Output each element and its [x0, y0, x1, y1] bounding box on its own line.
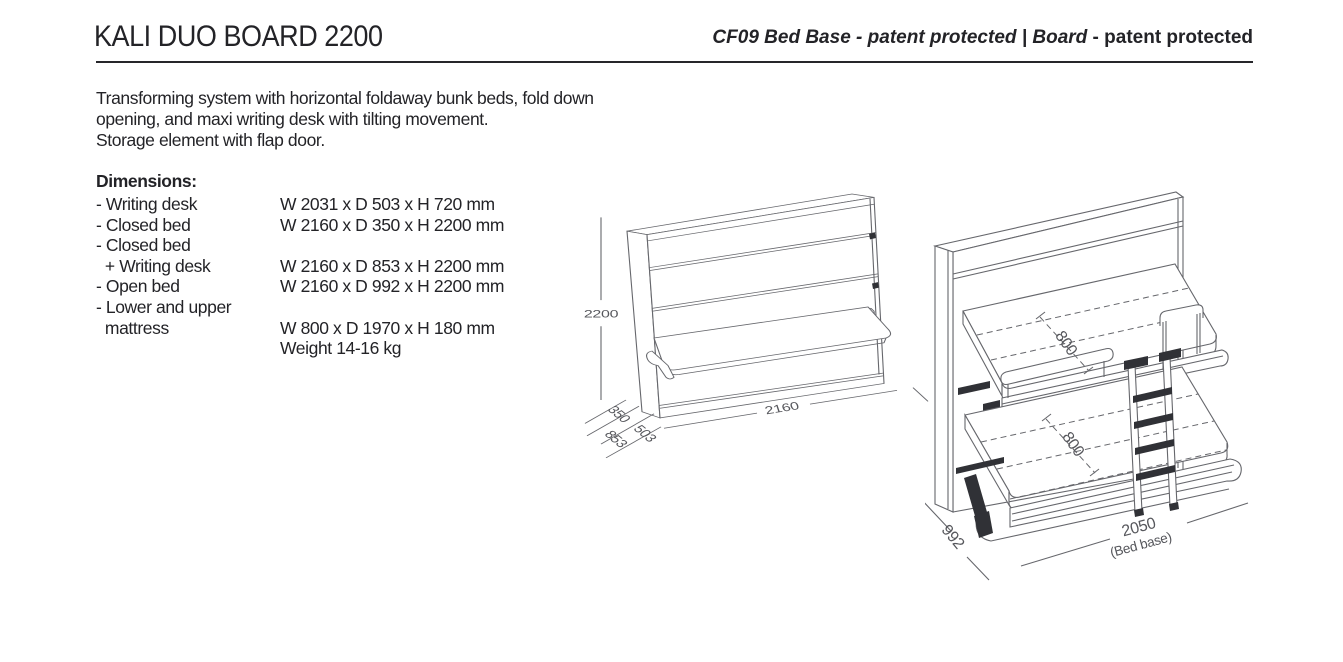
- dimension-row: Weight 14-16 kg: [96, 338, 504, 359]
- dimension-row: - Closed bed: [96, 235, 504, 256]
- height-dim-label: 2200: [584, 308, 619, 320]
- width-dimension: 2160: [663, 387, 929, 429]
- lower-bed: 800: [956, 366, 1242, 542]
- depth-total-label: 853: [601, 428, 631, 450]
- patent-note-italic: CF09 Bed Base - patent protected | Board: [712, 27, 1093, 48]
- dimension-value: W 2160 x D 350 x H 2200 mm: [280, 214, 505, 235]
- dimension-label: - Lower and upper: [96, 296, 232, 317]
- patent-note: CF09 Bed Base - patent protected | Board…: [712, 27, 1253, 49]
- description-line: Transforming system with horizontal fold…: [96, 88, 594, 108]
- product-description: Transforming system with horizontal fold…: [96, 88, 594, 151]
- page-title: KALI DUO BOARD 2200: [94, 20, 383, 53]
- upper-guard-rail: [1000, 304, 1204, 398]
- dimension-label: - Open bed: [96, 276, 180, 297]
- description-line: Storage element with flap door.: [96, 130, 325, 150]
- dimension-row: - Writing desk W 2031 x D 503 x H 720 mm: [96, 194, 504, 215]
- header-divider: [96, 61, 1253, 63]
- ladder: [1124, 348, 1181, 517]
- writing-desk: [646, 306, 892, 380]
- closed-cabinet: [626, 193, 885, 419]
- dimension-row: + Writing desk W 2160 x D 853 x H 2200 mm: [96, 256, 504, 277]
- dimension-row: - Open bed W 2160 x D 992 x H 2200 mm: [96, 276, 504, 297]
- dimension-value: W 800 x D 1970 x H 180 mm: [280, 317, 495, 338]
- dimension-row: - Closed bed W 2160 x D 350 x H 2200 mm: [96, 215, 504, 236]
- dimension-label: + Writing desk: [96, 255, 211, 276]
- dimension-value: W 2031 x D 503 x H 720 mm: [280, 194, 495, 214]
- closed-unit-drawing: 2200 2160 350: [584, 193, 929, 459]
- dimension-row: - Lower and upper: [96, 297, 504, 318]
- dimension-label: - Writing desk: [96, 194, 198, 214]
- open-depth-label: 992: [938, 522, 968, 553]
- dimension-label: mattress: [96, 317, 169, 338]
- dimension-label: - Closed bed: [96, 235, 191, 256]
- dimension-value: Weight 14-16 kg: [280, 338, 402, 359]
- patent-note-bold: - patent protected: [1092, 27, 1253, 48]
- open-unit-drawing: 800 800: [925, 191, 1249, 581]
- dimension-row: mattress W 800 x D 1970 x H 180 mm: [96, 318, 504, 339]
- dimension-value: W 2160 x D 853 x H 2200 mm: [280, 255, 505, 276]
- dimension-value: W 2160 x D 992 x H 2200 mm: [280, 276, 505, 297]
- dimensions-list: Dimensions: - Writing desk W 2031 x D 503…: [96, 171, 504, 359]
- description-line: opening, and maxi writing desk with tilt…: [96, 109, 489, 129]
- width-dim-label: 2160: [763, 400, 801, 417]
- dimension-label: - Closed bed: [96, 214, 191, 235]
- height-dimension: 2200: [584, 217, 619, 400]
- depth-bed-label: 350: [604, 404, 634, 426]
- dimensions-heading: Dimensions:: [96, 171, 197, 191]
